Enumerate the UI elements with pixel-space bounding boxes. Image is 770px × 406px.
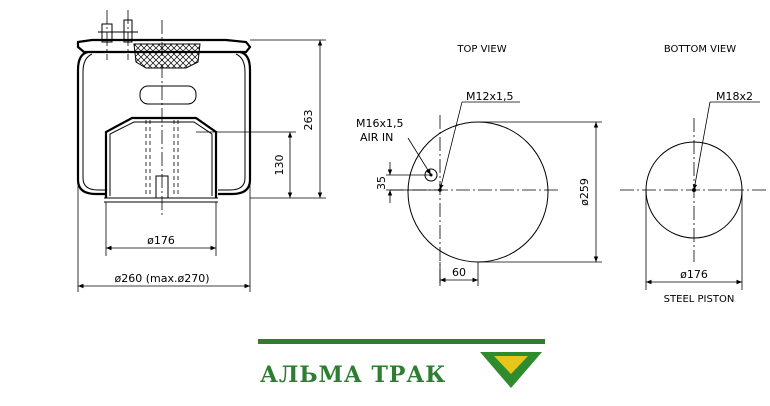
dim-35-label: 35 bbox=[375, 176, 388, 190]
steel-piston-label: STEEL PISTON bbox=[664, 294, 735, 305]
dim-263-label: 263 bbox=[302, 110, 315, 131]
logo-bar bbox=[258, 339, 545, 344]
dim-60-label: 60 bbox=[452, 266, 466, 279]
rubber-bellow bbox=[76, 50, 252, 196]
m16-label: M16x1,5 bbox=[356, 117, 404, 130]
piston bbox=[104, 116, 218, 198]
bottom-view: BOTTOM VIEW M18x2 ø176 STEEL PISTON bbox=[620, 44, 768, 305]
dim-260-label: ø260 (max.ø270) bbox=[115, 272, 210, 285]
top-view-title: TOP VIEW bbox=[456, 44, 506, 55]
logo-check-inner-icon bbox=[494, 356, 528, 374]
dim-130-label: 130 bbox=[273, 155, 286, 176]
m18-label: M18x2 bbox=[716, 90, 753, 103]
top-view: TOP VIEW M12x1,5 M16x1,5 AIR IN 35 ø259 … bbox=[356, 44, 602, 286]
dim-176-bottom-label: ø176 bbox=[680, 268, 708, 281]
top-plate bbox=[76, 38, 252, 54]
bottom-view-title: BOTTOM VIEW bbox=[664, 44, 736, 55]
bumper bbox=[133, 43, 201, 69]
air-in-label: AIR IN bbox=[360, 131, 393, 144]
m12-label: M12x1,5 bbox=[466, 90, 514, 103]
dim-176-side-label: ø176 bbox=[147, 234, 175, 247]
top-plate-circle bbox=[407, 121, 549, 263]
bump-stop bbox=[139, 85, 197, 105]
company-logo: АЛЬМА ТРАК bbox=[258, 339, 545, 388]
logo-text: АЛЬМА ТРАК bbox=[260, 362, 446, 388]
side-view: 263 130 ø176 ø260 (max.ø270) bbox=[76, 10, 326, 292]
dim-259-label: ø259 bbox=[578, 178, 591, 206]
